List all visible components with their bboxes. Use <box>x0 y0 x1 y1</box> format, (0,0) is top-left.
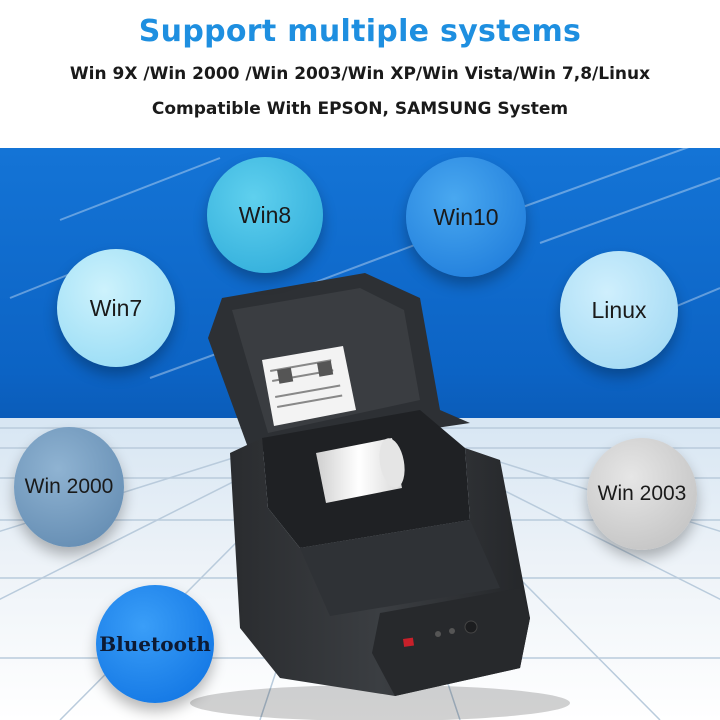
brand-compatibility-line: Compatible With EPSON, SAMSUNG System <box>151 99 569 119</box>
os-badge-win2003: Win 2003 <box>587 438 697 550</box>
page-title: Support multiple systems <box>138 14 582 49</box>
bluetooth-badge: Bluetooth <box>96 585 214 703</box>
os-badge-label: Win 2000 <box>24 475 114 498</box>
thermal-printer <box>190 273 570 720</box>
os-compatibility-line: Win 9X /Win 2000 /Win 2003/Win XP/Win Vi… <box>69 64 651 84</box>
os-badge-label: Win8 <box>238 201 292 228</box>
os-badge-win7: Win7 <box>57 249 175 367</box>
os-badge-win2000: Win 2000 <box>14 427 124 547</box>
os-badge-label: Win10 <box>433 203 499 230</box>
os-badge-label: Win 2003 <box>597 482 687 505</box>
os-badge-label: Linux <box>591 296 647 323</box>
os-badge-linux: Linux <box>560 251 678 369</box>
header: Support multiple systems Win 9X /Win 200… <box>0 0 720 148</box>
product-stage: Win8 Win10 Win7 Linux Win 2000 Win 2003 … <box>0 148 720 720</box>
os-badge-label: Win7 <box>89 294 143 321</box>
os-badge-win10: Win10 <box>406 157 526 277</box>
bluetooth-badge-label: Bluetooth <box>99 632 211 656</box>
os-badge-win8: Win8 <box>207 157 323 273</box>
